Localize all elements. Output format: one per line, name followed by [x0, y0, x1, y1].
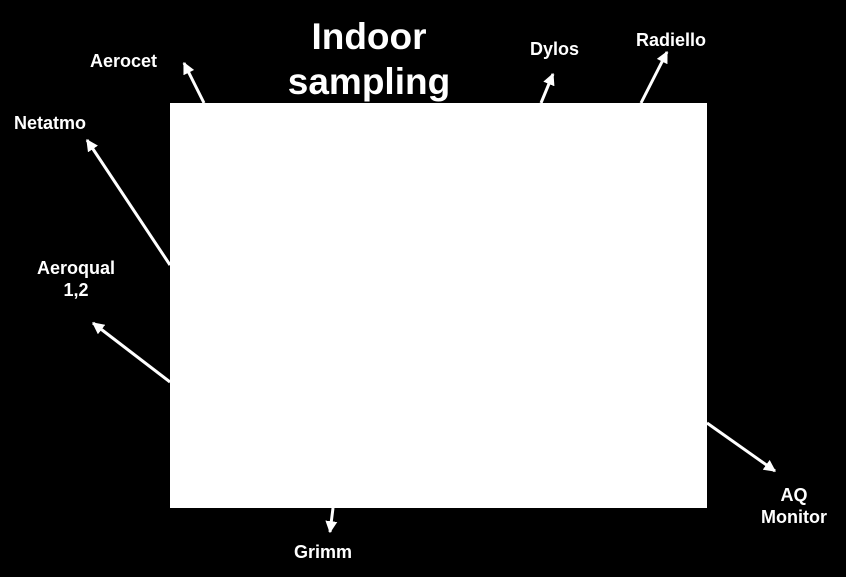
arrow-radiello [639, 50, 669, 104]
label-radiello: Radiello [636, 30, 707, 50]
arrow-dylos [539, 72, 555, 104]
label-netatmo: Netatmo [14, 113, 87, 133]
arrow-aerocet [182, 61, 206, 104]
arrow-netatmo [85, 139, 172, 266]
sampling-photo [170, 103, 707, 508]
label-dylos: Dylos [530, 39, 580, 59]
label-aeroqual-line-2: 1,2 [63, 280, 89, 300]
label-aeroqual-line-1: Aeroqual [36, 258, 115, 278]
label-aq-monitor: AQ Monitor [752, 484, 836, 528]
arrow-aq-monitor [706, 421, 776, 473]
label-grimm: Grimm [294, 542, 353, 562]
diagram-title: Indoor sampling [262, 14, 476, 104]
label-aq-monitor-line-2: Monitor [761, 507, 827, 527]
label-aerocet: Aerocet [90, 51, 158, 71]
arrow-aeroqual [92, 321, 171, 384]
title-line-1: Indoor [311, 16, 427, 57]
arrow-grimm [325, 507, 338, 534]
label-aeroqual: Aeroqual 1,2 [28, 257, 124, 301]
label-aq-monitor-line-1: AQ [780, 485, 808, 505]
title-line-2: sampling [287, 61, 451, 102]
